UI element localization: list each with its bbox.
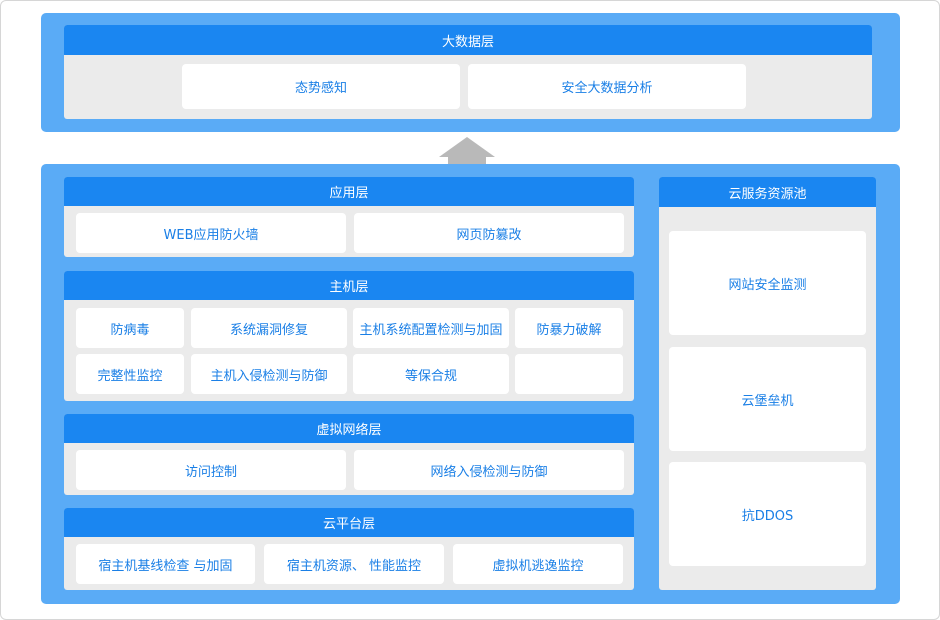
antivirus-box: 防病毒: [76, 308, 184, 348]
empty-box: [515, 354, 623, 394]
vnet-layer-title: 虚拟网络层: [64, 414, 634, 443]
main-container: 应用层 WEB应用防火墙 网页防篡改 主机层 防病毒 系统漏洞修复 主机系统配置…: [41, 164, 900, 604]
service-pool-panel: 云服务资源池 网站安全监测 云堡垒机 抗DDOS: [659, 177, 876, 590]
baseline-check-box: 宿主机基线检查 与加固: [76, 544, 255, 584]
access-control-box: 访问控制: [76, 450, 346, 490]
big-data-panel: 大数据层 态势感知 安全大数据分析: [64, 25, 872, 119]
compliance-box: 等保合规: [353, 354, 509, 394]
anti-ddos-box: 抗DDOS: [669, 462, 866, 566]
resource-monitoring-box: 宿主机资源、 性能监控: [264, 544, 444, 584]
host-layer-panel: 主机层 防病毒 系统漏洞修复 主机系统配置检测与加固 防暴力破解 完整性监控 主…: [64, 271, 634, 401]
big-data-title: 大数据层: [64, 25, 872, 55]
anti-brute-force-box: 防暴力破解: [515, 308, 623, 348]
web-tamper-protection-box: 网页防篡改: [354, 213, 624, 253]
big-data-container: 大数据层 态势感知 安全大数据分析: [41, 13, 900, 132]
waf-box: WEB应用防火墙: [76, 213, 346, 253]
host-config-hardening-box: 主机系统配置检测与加固: [353, 308, 509, 348]
app-layer-title: 应用层: [64, 177, 634, 206]
security-big-data-analysis-box: 安全大数据分析: [468, 64, 746, 109]
service-pool-title: 云服务资源池: [659, 177, 876, 207]
up-arrow-icon: [439, 137, 495, 166]
situation-awareness-box: 态势感知: [182, 64, 460, 109]
cloud-layer-panel: 云平台层 宿主机基线检查 与加固 宿主机资源、 性能监控 虚拟机逃逸监控: [64, 508, 634, 590]
vnet-layer-panel: 虚拟网络层 访问控制 网络入侵检测与防御: [64, 414, 634, 495]
host-layer-title: 主机层: [64, 271, 634, 300]
cloud-bastion-host-box: 云堡垒机: [669, 347, 866, 451]
integrity-monitoring-box: 完整性监控: [76, 354, 184, 394]
cloud-layer-title: 云平台层: [64, 508, 634, 537]
app-layer-panel: 应用层 WEB应用防火墙 网页防篡改: [64, 177, 634, 257]
network-intrusion-detection-box: 网络入侵检测与防御: [354, 450, 624, 490]
host-intrusion-detection-box: 主机入侵检测与防御: [191, 354, 347, 394]
vulnerability-fix-box: 系统漏洞修复: [191, 308, 347, 348]
vm-escape-monitoring-box: 虚拟机逃逸监控: [453, 544, 623, 584]
website-security-monitoring-box: 网站安全监测: [669, 231, 866, 335]
